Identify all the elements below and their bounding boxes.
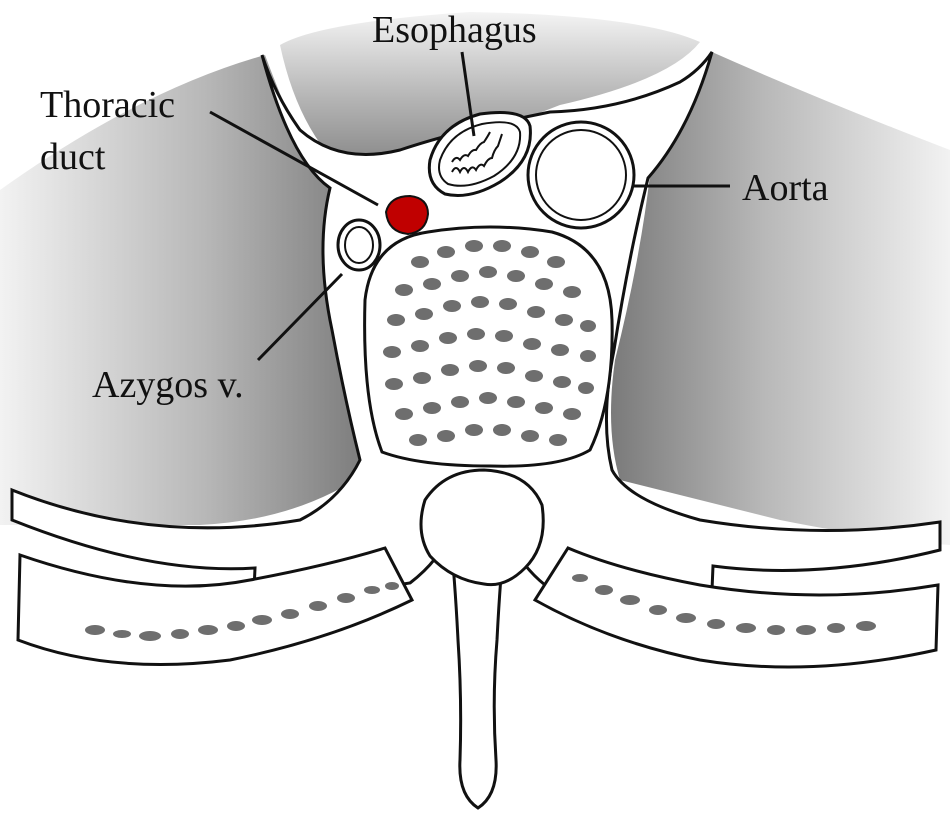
azygos-label: Azygos v. [92, 363, 244, 407]
aorta-label: Aorta [742, 166, 829, 210]
aorta [528, 122, 634, 228]
thoracic-duct-label-line1: Thoracic [40, 83, 175, 127]
thoracic-duct-label-line2: duct [40, 135, 105, 179]
vertebral-body [365, 227, 613, 466]
azygos-vein [338, 220, 380, 270]
esophagus-label: Esophagus [372, 8, 537, 52]
spinal-canal [421, 470, 543, 585]
thoracic-duct [386, 196, 428, 234]
